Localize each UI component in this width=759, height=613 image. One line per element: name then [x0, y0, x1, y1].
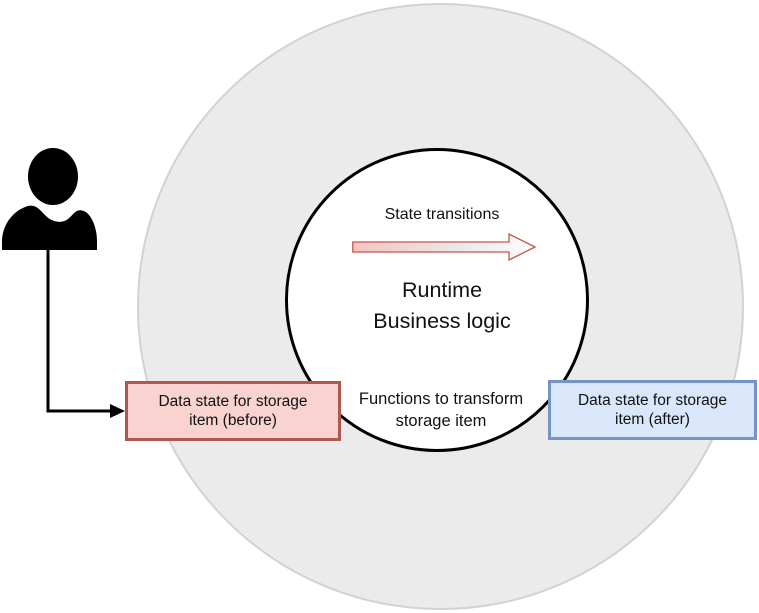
before-state-label-line2: item (before): [189, 412, 277, 429]
person-icon: [2, 148, 97, 250]
after-state-label-line2: item (after): [615, 411, 690, 428]
after-state-label-line1: Data state for storage: [577, 392, 728, 409]
state-transition-arrow-icon: [352, 233, 537, 261]
runtime-label-block: Runtime Business logic: [287, 275, 597, 337]
after-state-box: Data state for storage item (after): [548, 380, 757, 440]
person-to-before-arrow: [46, 250, 125, 418]
functions-label-line1: Functions to transform: [358, 390, 524, 408]
state-transitions-label: State transitions: [384, 206, 500, 223]
before-state-label-line1: Data state for storage: [158, 393, 308, 410]
before-state-box: Data state for storage item (before): [125, 381, 341, 441]
functions-label-block: Functions to transform storage item: [286, 388, 596, 432]
functions-label-line2: storage item: [395, 412, 487, 430]
business-logic-label: Business logic: [373, 309, 511, 333]
runtime-label: Runtime: [401, 278, 483, 302]
